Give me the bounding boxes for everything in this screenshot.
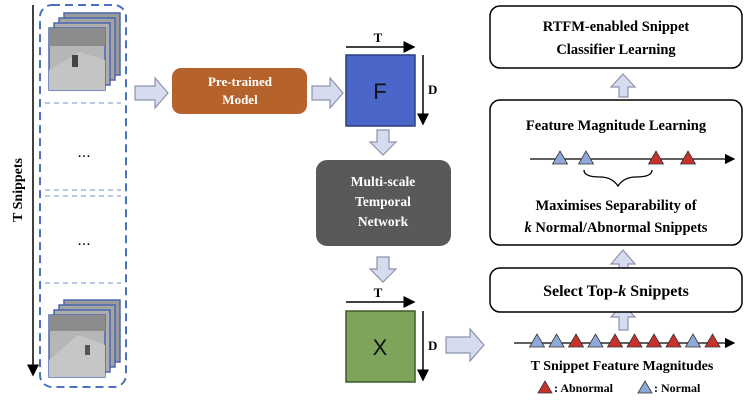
feature-box-f: [345, 54, 416, 127]
abnormal-snippet-marker: [647, 150, 665, 165]
pretrained-model-box: [172, 68, 307, 114]
t-snippets-label: T Snippets: [11, 157, 26, 221]
normal-snippet-marker: [551, 150, 569, 165]
rtfm-box: [489, 5, 743, 69]
fml-sep-line1: Maximises Separability of: [535, 198, 696, 214]
mtn-line2: Temporal: [355, 194, 411, 209]
output-d-label: D: [428, 338, 437, 353]
output-box-x: [345, 310, 416, 383]
topk-k: k: [618, 283, 626, 300]
block-arrow: [311, 76, 344, 110]
legend-normal-icon: [637, 380, 653, 394]
fml-sep-line2: k Normal/Abnormal Snippets: [525, 220, 708, 236]
abnormal-snippet-marker: [567, 333, 585, 348]
mtn-line3: Network: [358, 214, 409, 229]
fml-markers: [551, 150, 697, 165]
normal-snippet-marker: [548, 333, 565, 348]
video-frame-stack-top: [48, 12, 121, 91]
mtn-line1: Multi-scale: [351, 174, 415, 189]
abnormal-snippet-marker: [645, 333, 663, 348]
block-arrow: [609, 73, 637, 98]
abnormal-snippet-marker: [606, 333, 624, 348]
separability-brace: [583, 169, 653, 188]
magnitudes-label: T Snippet Feature Magnitudes: [531, 359, 714, 374]
block-arrow: [134, 76, 169, 110]
topk-prefix: Select Top-: [543, 283, 618, 300]
fml-sep-rest: Normal/Abnormal Snippets: [532, 220, 708, 236]
block-arrow: [445, 327, 485, 363]
rtfm-line1: RTFM-enabled Snippet: [543, 19, 690, 35]
feature-d-label: D: [428, 82, 437, 97]
pretrained-line1: Pre-trained: [208, 74, 273, 89]
output-label-x: X: [373, 335, 388, 360]
ellipsis-top: ...: [77, 144, 90, 161]
feature-label-f: F: [373, 79, 386, 104]
magnitude-markers: [528, 333, 721, 348]
fml-box: [489, 99, 743, 246]
feature-t-label: T: [374, 30, 383, 45]
pretrained-line2: Model: [222, 92, 258, 107]
abnormal-snippet-marker: [665, 333, 682, 348]
video-frame-stack-bottom: [48, 299, 121, 378]
ellipsis-bottom: ...: [77, 232, 90, 249]
abnormal-snippet-marker: [704, 333, 721, 348]
abnormal-snippet-marker: [679, 150, 697, 165]
topk-box: [489, 267, 743, 313]
output-t-label: T: [374, 285, 383, 300]
normal-snippet-marker: [528, 333, 546, 348]
normal-snippet-marker: [684, 333, 702, 348]
normal-snippet-marker: [577, 150, 595, 165]
legend-abnormal-icon: [537, 380, 553, 394]
legend-normal-label: : Normal: [654, 381, 701, 395]
normal-snippet-marker: [587, 333, 604, 348]
fml-title: Feature Magnitude Learning: [526, 118, 707, 134]
topk-label: Select Top-k Snippets: [543, 283, 689, 300]
block-arrow: [368, 129, 398, 156]
block-arrow: [368, 256, 398, 283]
rtfm-line2: Classifier Learning: [556, 42, 676, 58]
mtn-box: [316, 160, 451, 246]
abnormal-snippet-marker: [626, 333, 643, 348]
legend-abnormal-label: : Abnormal: [554, 381, 614, 395]
snippet-container: [39, 4, 127, 388]
fml-sep-k: k: [525, 220, 533, 236]
topk-suffix: Snippets: [626, 283, 689, 300]
